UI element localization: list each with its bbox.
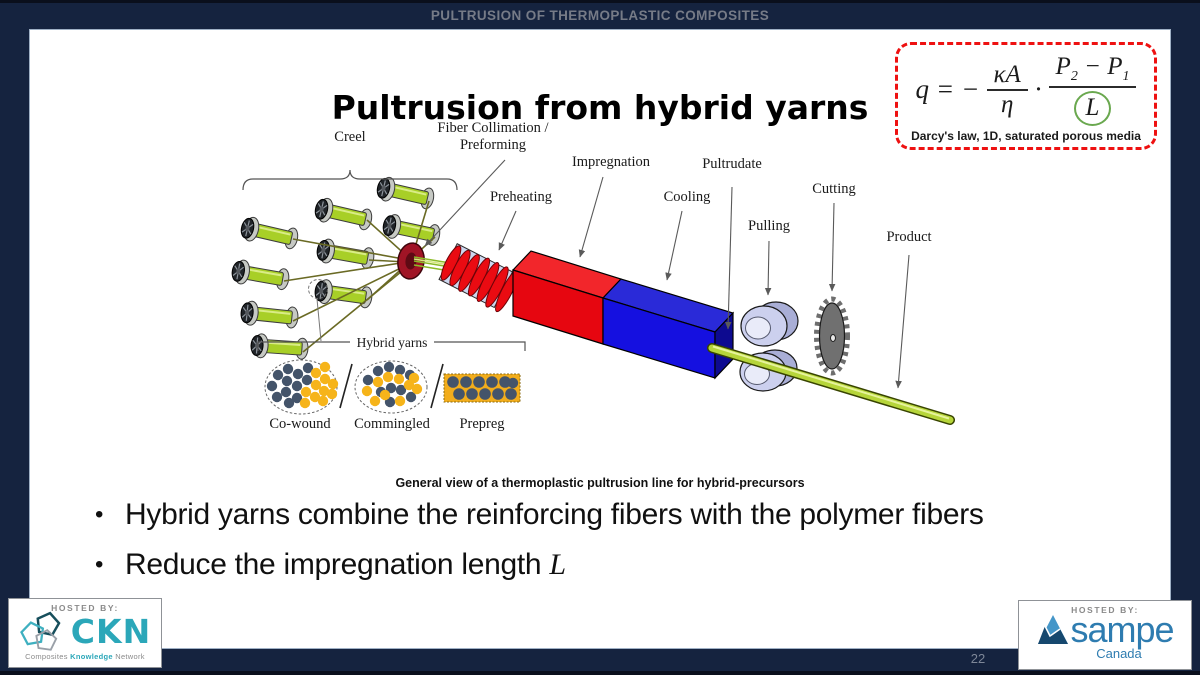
label-prepreg: Prepreg	[459, 416, 504, 432]
figure-caption: General view of a thermoplastic pultrusi…	[395, 476, 805, 490]
commingled-section	[354, 360, 428, 414]
label-hybrid-yarns: Hybrid yarns	[357, 335, 428, 350]
bullet-text: Hybrid yarns combine the reinforcing fib…	[125, 498, 984, 531]
sampe-logo-box: HOSTED BY: sampe Canada	[1018, 600, 1192, 670]
ckn-acronym: CKN	[70, 611, 152, 651]
bullet-list: • Hybrid yarns combine the reinforcing fi…	[95, 498, 984, 598]
page-number: 22	[970, 651, 986, 666]
yarn-highlight-circle	[308, 279, 328, 299]
section-separators	[339, 363, 444, 409]
sampe-triangle-icon	[1038, 615, 1069, 644]
formula-equals: =	[936, 74, 955, 105]
label-commingled: Commingled	[354, 416, 430, 432]
ckn-tagline-part-em: Knowledge	[70, 652, 113, 661]
co-wound-section	[264, 359, 339, 415]
prepreg-section	[443, 373, 521, 403]
formula-kappaA: κA	[986, 61, 1028, 91]
slide-content-area: Pultrusion from hybrid yarns q = − κA η …	[29, 29, 1171, 649]
label-cutting: Cutting	[812, 181, 856, 197]
darcy-law-note: Darcy's law, 1D, saturated porous media	[911, 128, 1141, 143]
bullet-math: L	[549, 548, 566, 581]
label-preheating: Preheating	[490, 189, 552, 205]
label-cooling: Cooling	[664, 189, 711, 205]
sampe-wordmark: sampe	[1070, 609, 1174, 650]
creel-brace	[242, 169, 458, 191]
darcy-formula-box: q = − κA η · P2 − P1 L	[895, 42, 1157, 150]
bottom-edge-strip	[0, 671, 1200, 675]
sampe-region: Canada	[1096, 646, 1142, 661]
impregnation-die	[511, 250, 623, 345]
formula-num-minus: −	[1084, 53, 1101, 80]
top-edge-strip	[0, 0, 1200, 3]
label-creel: Creel	[334, 129, 365, 145]
label-pulling: Pulling	[748, 218, 790, 234]
leader-lines	[424, 159, 910, 389]
bullet-text: Reduce the impregnation length	[125, 548, 550, 581]
pultrusion-diagram: Creel Fiber Collimation / Preforming Pre…	[229, 120, 955, 432]
ckn-tagline-part: Composites	[25, 652, 71, 661]
formula-p1-sub: 1	[1122, 69, 1130, 84]
formula-lhs: q	[915, 74, 930, 105]
deck-header-title: PULTRUSION OF THERMOPLASTIC COMPOSITES	[430, 8, 770, 23]
label-pultrudate: Pultrudate	[702, 156, 762, 172]
formula-fraction-1: κA η	[986, 61, 1028, 119]
ckn-pentagons-icon	[19, 611, 61, 651]
label-co-wound: Co-wound	[269, 416, 331, 432]
cutting-saw	[814, 296, 850, 376]
diagram-labels: Creel Fiber Collimation / Preforming Pre…	[269, 120, 931, 432]
formula-p2-sub: 2	[1070, 69, 1078, 84]
slide-title: Pultrusion from hybrid yarns	[331, 88, 869, 127]
label-impregnation: Impregnation	[572, 154, 651, 170]
formula-L: L	[1085, 94, 1100, 122]
formula-p1-base: P	[1107, 53, 1123, 80]
green-circle-highlight: L	[1074, 90, 1111, 126]
label-product: Product	[886, 229, 931, 245]
bullet-dot: •	[95, 551, 104, 578]
bracket-label-bg	[350, 335, 434, 349]
formula-minus-sign: −	[961, 74, 980, 105]
ckn-tagline: Composites Knowledge Network	[25, 652, 145, 661]
darcy-equation: q = − κA η · P2 − P1 L	[898, 53, 1154, 126]
yarn-highlight-leader	[316, 298, 322, 342]
bullet-item: • Reduce the impregnation length L	[95, 548, 984, 582]
formula-fraction-2: P2 − P1 L	[1048, 53, 1137, 126]
label-fiber-collimation-2: Preforming	[460, 137, 526, 153]
label-fiber-collimation-1: Fiber Collimation /	[437, 120, 549, 136]
bullet-item: • Hybrid yarns combine the reinforcing fi…	[95, 498, 984, 532]
preheating-coil	[438, 243, 519, 313]
ckn-logo-box: HOSTED BY: CKN Composites Knowledge Netw…	[8, 598, 162, 668]
collimation-ring	[397, 242, 425, 280]
cooling-die	[601, 278, 735, 380]
formula-length-denominator: L	[1074, 88, 1111, 126]
formula-pressure-numerator: P2 − P1	[1048, 53, 1137, 88]
formula-eta: η	[1000, 90, 1014, 118]
ckn-tagline-part: Network	[112, 652, 145, 661]
formula-cdot: ·	[1034, 74, 1042, 105]
product-rod	[707, 343, 955, 425]
sampe-hosted-by: HOSTED BY:	[1071, 605, 1139, 615]
puller-rollers	[739, 301, 799, 392]
ckn-hosted-by: HOSTED BY:	[51, 603, 119, 613]
bullet-dot: •	[95, 501, 104, 528]
formula-p2-base: P	[1055, 53, 1071, 80]
